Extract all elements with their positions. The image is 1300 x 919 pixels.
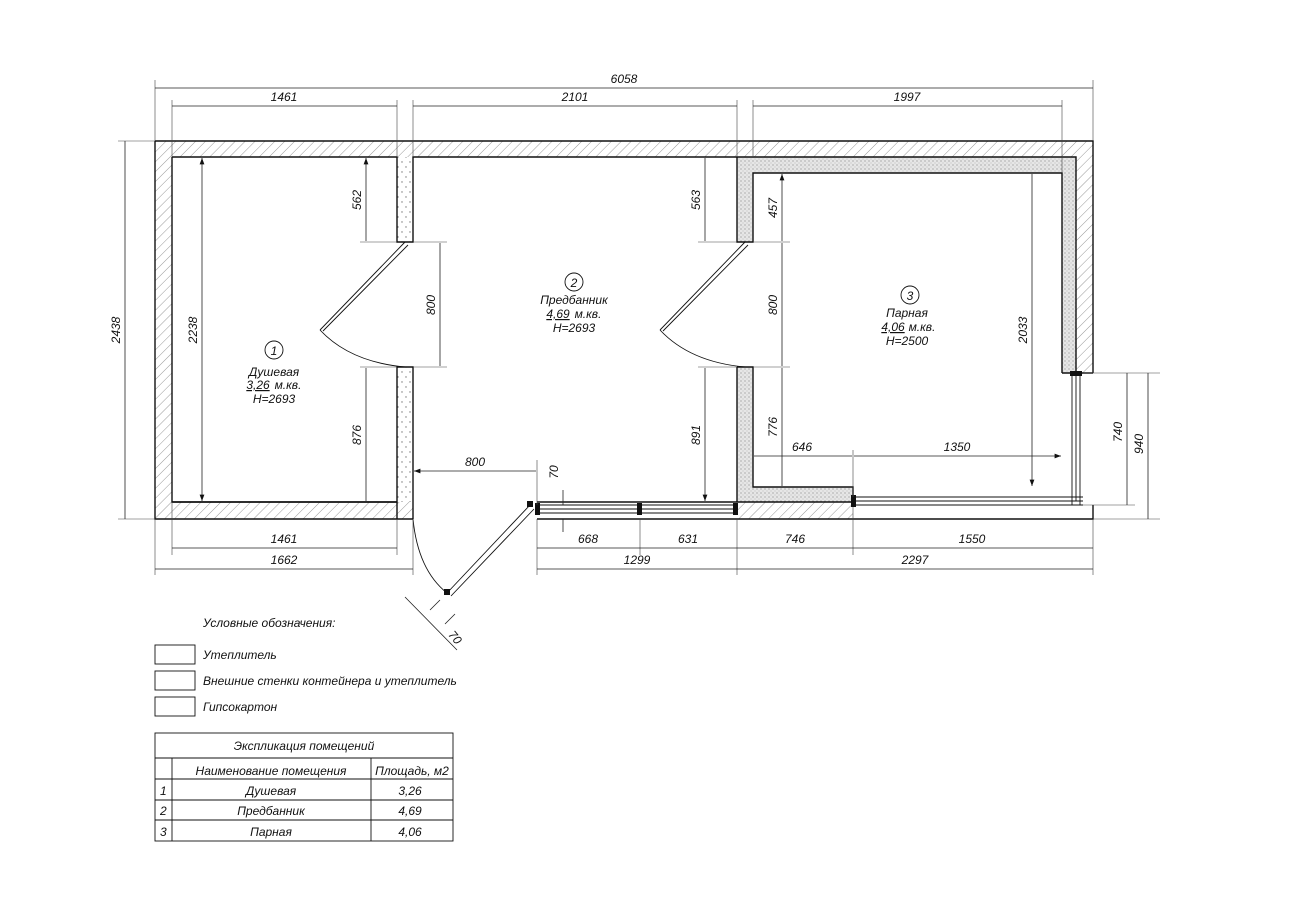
walls	[154, 140, 1094, 520]
legend-swatch-outer-walls	[154, 670, 196, 691]
table-header-name: Наименование помещения	[196, 764, 347, 778]
dim-bottom-room3-total: 2297	[901, 553, 930, 567]
room-label-3: 3 Парная 4,06 м.кв. H=2500	[881, 285, 936, 348]
row-name: Предбанник	[237, 804, 306, 818]
room-area: 3,26	[246, 378, 270, 392]
table-header-area: Площадь, м2	[375, 764, 449, 778]
dim-door-leaf-thickness: 70	[445, 628, 465, 647]
dim-overall-width: 6058	[611, 72, 638, 86]
dim-window-a: 668	[578, 532, 598, 546]
room-name: Предбанник	[540, 293, 609, 307]
dim-top-room3: 1997	[894, 90, 922, 104]
dim-windows-total: 1299	[624, 553, 651, 567]
dim-entrance-gap: 70	[547, 465, 561, 479]
row-name: Душевая	[244, 784, 297, 798]
legend-item-insulation: Утеплитель	[202, 648, 277, 662]
dim-door1: 800	[424, 295, 438, 315]
dim-room3-bottom-left: 646	[792, 440, 812, 454]
row-number: 3	[160, 825, 167, 839]
room-height: H=2693	[553, 321, 596, 335]
dim-right-window-total: 940	[1132, 434, 1146, 454]
room-area-unit: м.кв.	[575, 307, 602, 321]
dim-partition1-bottom: 876	[350, 425, 364, 445]
room-height: H=2693	[253, 392, 296, 406]
room-height: H=2500	[886, 334, 929, 348]
dim-top-room1: 1461	[271, 90, 298, 104]
room-name: Душевая	[247, 365, 300, 379]
dim-room3-window-bottom: 1350	[944, 440, 971, 454]
room-area-unit: м.кв.	[909, 320, 936, 334]
dim-bottom-room3-window: 1550	[959, 532, 986, 546]
dim-overall-height: 2438	[109, 316, 123, 344]
dim-top-room2: 2101	[561, 90, 589, 104]
legend-swatch-drywall	[154, 696, 196, 717]
table-title: Экспликация помещений	[234, 739, 375, 753]
rooms-table: Экспликация помещений Наименование помещ…	[154, 732, 454, 842]
dimension-lines	[118, 80, 1160, 651]
dim-window-b: 631	[678, 532, 698, 546]
dim-room3-wall-top: 457	[766, 197, 780, 218]
entrance-door-swing	[412, 518, 448, 594]
dim-partition2-bottom: 891	[689, 425, 703, 445]
legend-item-outer-walls: Внешние стенки контейнера и утеплитель	[203, 674, 457, 688]
table-row: 3 Парная 4,06	[160, 825, 422, 839]
entrance-door-leaf	[446, 504, 535, 597]
dim-room3-wall-bottom: 776	[766, 417, 780, 437]
row-area: 4,69	[398, 804, 422, 818]
dim-room1-height: 2238	[186, 316, 200, 344]
row-name: Парная	[250, 825, 292, 839]
legend-item-drywall: Гипсокартон	[203, 700, 278, 714]
dim-right-window: 740	[1111, 422, 1125, 442]
dim-bottom-room3-left: 746	[785, 532, 805, 546]
table-row: 1 Душевая 3,26	[160, 784, 422, 798]
dim-room3-height: 2033	[1016, 316, 1030, 344]
legend-title: Условные обозначения:	[202, 616, 335, 630]
row-number: 2	[159, 804, 167, 818]
room-area-unit: м.кв.	[275, 378, 302, 392]
room-area: 4,69	[546, 307, 570, 321]
room-area: 4,06	[881, 320, 905, 334]
room-name: Парная	[886, 306, 928, 320]
dim-partition1-top: 562	[350, 190, 364, 210]
row-number: 1	[160, 784, 167, 798]
row-area: 4,06	[398, 825, 422, 839]
dim-partition2-top: 563	[689, 190, 703, 210]
dimension-labels: 6058 1461 2101 1997 2438 2238 562 800 87…	[109, 72, 1146, 647]
room-number: 3	[907, 289, 914, 303]
room-label-2: 2 Предбанник 4,69 м.кв. H=2693	[540, 272, 609, 335]
dim-door2: 800	[766, 295, 780, 315]
room-label-1: 1 Душевая 3,26 м.кв. H=2693	[246, 340, 302, 406]
legend-swatch-insulation	[154, 644, 196, 665]
dim-bottom-room1-total: 1662	[271, 553, 298, 567]
dim-bottom-room1-inner: 1461	[271, 532, 298, 546]
table-row: 2 Предбанник 4,69	[159, 804, 422, 818]
room-number: 1	[271, 344, 278, 358]
room-number: 2	[570, 276, 578, 290]
dim-entrance: 800	[465, 455, 485, 469]
row-area: 3,26	[398, 784, 422, 798]
legend: Условные обозначения: Утеплитель Внешние…	[154, 616, 457, 717]
